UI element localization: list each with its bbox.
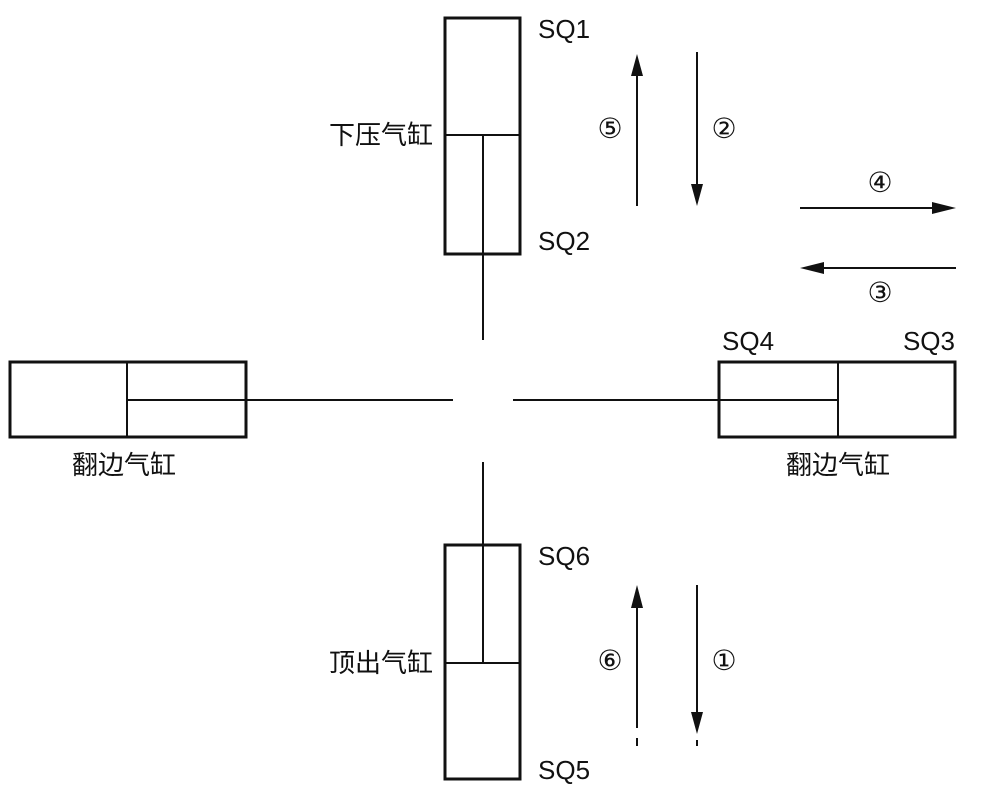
arrow-left-step3-head [800,262,824,274]
bottom-cylinder [443,462,522,781]
sensor-sq4-label: SQ4 [722,326,774,356]
bottom-cylinder-label: 顶出气缸 [329,649,433,679]
top-cylinder [443,16,522,340]
left-cylinder-label: 翻边气缸 [72,451,176,481]
right-cylinder [513,360,957,439]
sensor-sq6-label: SQ6 [538,541,590,571]
arrow-up-step6-head [631,585,643,608]
top-cylinder-label: 下压气缸 [329,121,433,151]
arrow-up-step5 [631,54,643,206]
arrow-down-step2-head [691,184,703,206]
left-cylinder [8,360,453,439]
step-3-label: ③ [867,276,892,309]
right-cylinder-label: 翻边气缸 [786,451,890,481]
arrow-down-step1 [691,585,703,746]
arrow-right-step4 [800,202,956,214]
arrow-down-step2 [691,52,703,206]
sensor-sq5-label: SQ5 [538,755,590,785]
arrow-up-step5-head [631,54,643,76]
sensor-sq2-label: SQ2 [538,226,590,256]
arrow-left-step3 [800,262,956,274]
step-5-label: ⑤ [597,112,622,145]
sensor-sq1-label: SQ1 [538,14,590,44]
step-4-label: ④ [867,166,892,199]
sensor-sq3-label: SQ3 [903,326,955,356]
step-2-label: ② [711,112,736,145]
step-1-label: ① [711,644,736,677]
arrow-up-step6 [631,585,643,746]
arrow-right-step4-head [932,202,956,214]
step-6-label: ⑥ [597,644,622,677]
arrow-down-step1-head [691,712,703,734]
